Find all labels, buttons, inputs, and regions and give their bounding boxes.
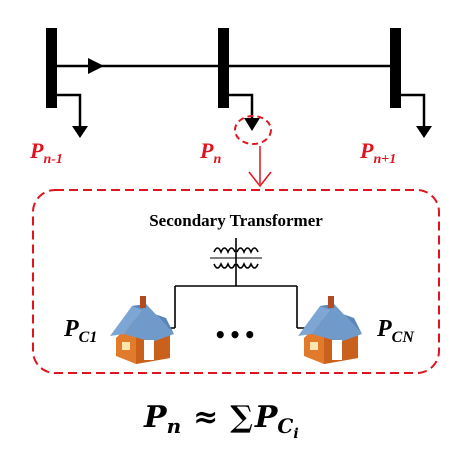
bus-label-left: Pn-1 (29, 138, 63, 167)
bus-label-middle: Pn (199, 138, 221, 167)
house-right-icon (298, 296, 362, 364)
ellipsis-text: ••• (214, 323, 258, 347)
bus-label-right: Pn+1 (359, 138, 396, 167)
bus-bar-left (46, 28, 57, 108)
load-line-left (57, 93, 82, 128)
distribution-lines (158, 285, 314, 329)
load-line-right (401, 93, 426, 128)
house-left-icon (110, 296, 174, 364)
bus-bar-right (390, 28, 401, 108)
power-flow-arrow-icon (88, 58, 104, 74)
load-line-middle (229, 93, 254, 120)
bus-bar-middle (218, 28, 229, 108)
zoom-arrow-icon (248, 171, 272, 188)
box-title: Secondary Transformer (149, 211, 323, 230)
load-arrow-left-icon (72, 126, 88, 138)
house-label-right: PCN (376, 316, 415, 346)
power-equation: Pn≈∑PCi (143, 400, 299, 442)
load-arrow-middle-icon (244, 118, 260, 131)
house-label-left: PC1 (63, 316, 97, 346)
highlight-ellipse (234, 115, 272, 145)
transformer-icon (210, 238, 262, 286)
secondary-transformer-box (32, 189, 440, 374)
load-arrow-right-icon (416, 126, 432, 138)
